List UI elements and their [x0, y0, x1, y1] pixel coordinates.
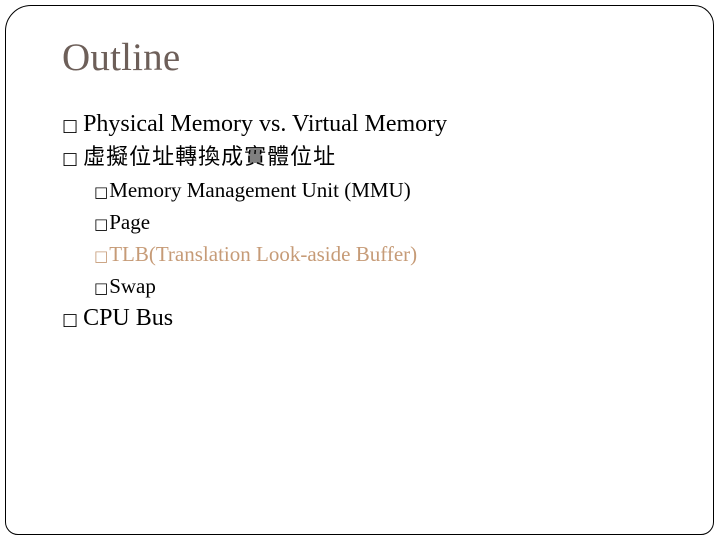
outline-item-label: Memory Management Unit (MMU): [109, 178, 411, 202]
outline-item-label: Page: [109, 210, 151, 234]
square-bullet-icon: □: [94, 279, 109, 297]
square-bullet-icon: □: [62, 310, 79, 330]
outline-item-label: TLB(Translation Look-aside Buffer): [109, 242, 418, 266]
square-bullet-icon: □: [94, 215, 109, 233]
outline-item-level-1[interactable]: □Physical Memory vs. Virtual Memory: [62, 108, 662, 141]
square-bullet-icon: □: [94, 247, 109, 265]
outline-item-label: 虛擬位址轉換成實體位址: [83, 145, 337, 170]
outline-item-label: Physical Memory vs. Virtual Memory: [83, 111, 448, 137]
square-bullet-icon: □: [62, 116, 79, 136]
page-title: Outline: [62, 36, 181, 79]
outline-list: □Physical Memory vs. Virtual Memory□虛擬位址…: [62, 108, 662, 335]
outline-item-level-1[interactable]: □CPU Bus: [62, 302, 662, 335]
outline-item-label: Swap: [109, 274, 156, 298]
outline-item-level-2[interactable]: □Page: [94, 206, 662, 238]
square-bullet-icon: □: [62, 149, 79, 169]
outline-item-level-2[interactable]: □Memory Management Unit (MMU): [94, 174, 662, 206]
outline-item-level-2[interactable]: □Swap: [94, 270, 662, 302]
outline-item-level-1[interactable]: □虛擬位址轉換成實體位址: [62, 141, 662, 174]
square-bullet-icon: □: [94, 183, 109, 201]
outline-item-label: CPU Bus: [83, 305, 174, 331]
outline-item-level-2[interactable]: □TLB(Translation Look-aside Buffer): [94, 238, 662, 270]
